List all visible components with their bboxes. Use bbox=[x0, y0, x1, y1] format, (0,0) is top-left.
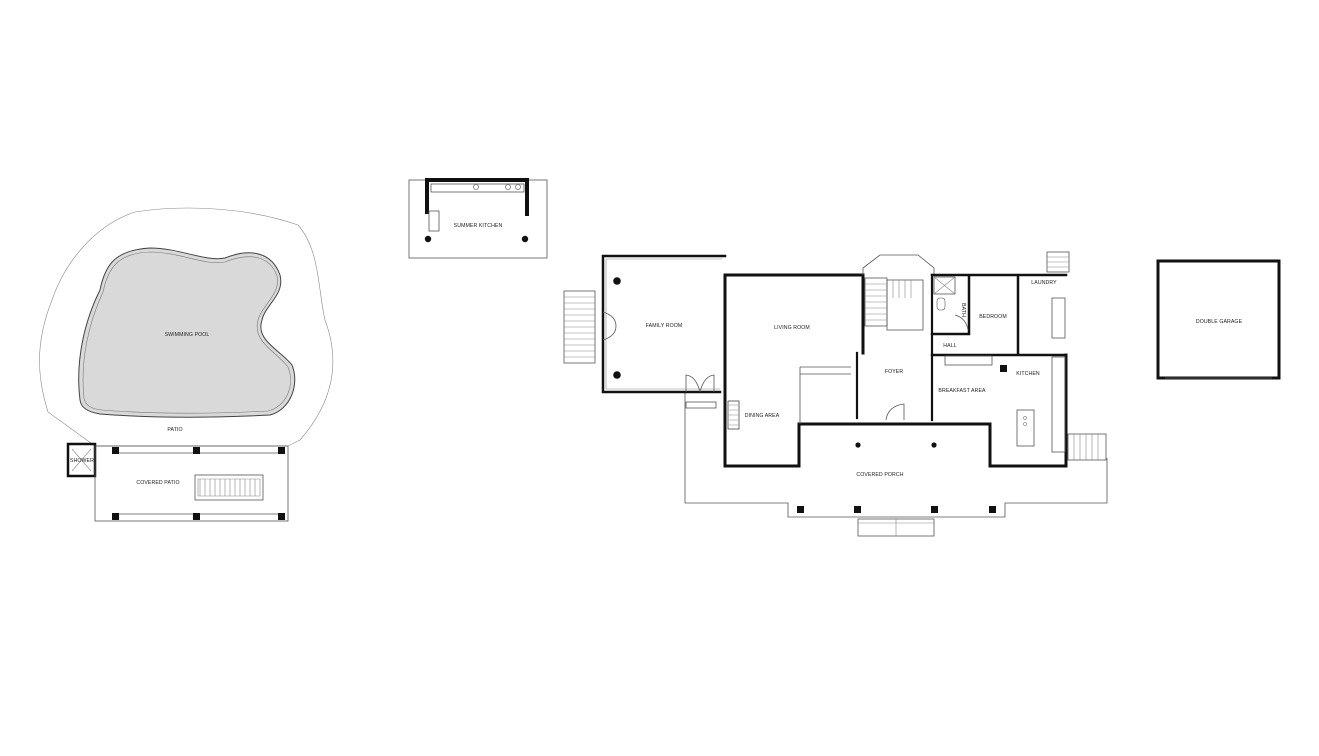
sink-icon bbox=[505, 184, 511, 190]
laundry-machines bbox=[1051, 297, 1066, 339]
foyer-stair-treads bbox=[865, 280, 912, 321]
pool-deck-outline bbox=[39, 207, 334, 447]
bath-shower-x bbox=[933, 276, 956, 295]
fireplace bbox=[727, 400, 740, 430]
pool-inner-edge bbox=[82, 251, 291, 414]
summer-kitchen-label: SUMMER KITCHEN bbox=[454, 223, 503, 229]
summer-kitchen-island bbox=[428, 210, 440, 232]
pool-area: SWIMMING POOL PATIO SHOWER COVERED PATIO bbox=[39, 207, 334, 522]
kitchen-label: KITCHEN bbox=[1016, 371, 1040, 377]
patio-stair-treads bbox=[197, 478, 261, 497]
foyer-walls bbox=[855, 273, 934, 422]
main-house: FAMILY ROOM LIVING ROOM DINING AREA FOYE… bbox=[563, 251, 1108, 537]
shower-tray bbox=[71, 448, 92, 472]
kitchen-column bbox=[1000, 365, 1007, 372]
porch-deck-outline bbox=[684, 393, 1108, 518]
dining-bench bbox=[685, 401, 717, 409]
family-room-column bbox=[613, 371, 621, 379]
fireplace-hatch bbox=[729, 404, 738, 426]
covered-patio-label: COVERED PATIO bbox=[136, 480, 179, 486]
front-step-treads bbox=[858, 519, 934, 536]
bedroom-label: BEDROOM bbox=[979, 314, 1007, 320]
laundry-label: LAUNDRY bbox=[1031, 280, 1057, 286]
summer-kitchen: SUMMER KITCHEN bbox=[408, 178, 548, 259]
summer-kitchen-walls bbox=[425, 178, 529, 216]
family-room-french-doors bbox=[602, 311, 617, 341]
patio-stairs bbox=[194, 474, 264, 501]
covered-porch-label: COVERED PORCH bbox=[856, 472, 903, 478]
living-room-label: LIVING ROOM bbox=[774, 325, 810, 331]
grill-icon bbox=[473, 184, 479, 190]
bath-label: BATH bbox=[960, 303, 966, 317]
family-room-glazing bbox=[605, 258, 722, 390]
cooktop-icon bbox=[1023, 416, 1027, 420]
summer-kitchen-counter bbox=[430, 183, 525, 193]
kitchen-side-stair-treads bbox=[1073, 434, 1099, 460]
swimming-pool bbox=[78, 247, 296, 418]
dining-double-doors bbox=[685, 374, 715, 393]
covered-patio-slab bbox=[94, 445, 289, 522]
breakfast-area-label: BREAKFAST AREA bbox=[938, 388, 986, 394]
toilet-icon bbox=[936, 297, 946, 311]
laundry-stair-treads bbox=[1047, 256, 1069, 268]
family-room-label: FAMILY ROOM bbox=[646, 323, 683, 329]
bath-shower bbox=[933, 276, 956, 295]
breakfast-bench bbox=[944, 355, 993, 366]
summer-kitchen-column bbox=[424, 235, 432, 243]
double-garage-label: DOUBLE GARAGE bbox=[1196, 319, 1243, 325]
foyer-door-swing bbox=[885, 403, 905, 421]
side-stair-treads bbox=[564, 296, 595, 358]
dining-area-label: DINING AREA bbox=[745, 413, 780, 419]
bay-window bbox=[862, 254, 935, 275]
bath-door-swing bbox=[954, 314, 969, 331]
covered-patio-columns bbox=[112, 447, 285, 520]
family-room-column bbox=[613, 277, 621, 285]
sink-icon-2 bbox=[515, 184, 521, 190]
family-room-walls bbox=[601, 254, 727, 394]
hall-label: HALL bbox=[943, 343, 956, 349]
summer-kitchen-column bbox=[521, 235, 529, 243]
double-garage: DOUBLE GARAGE bbox=[1156, 259, 1281, 380]
swimming-pool-label: SWIMMING POOL bbox=[165, 332, 210, 338]
interior-wall-living bbox=[799, 366, 851, 424]
kitchen-island bbox=[1016, 409, 1035, 447]
patio-label: PATIO bbox=[167, 427, 182, 433]
kitchen-side-stairs bbox=[1067, 433, 1107, 461]
shower-label: SHOWER bbox=[70, 458, 94, 464]
kitchen-counter bbox=[1051, 356, 1066, 453]
porch-columns bbox=[797, 442, 996, 513]
bedroom-wing-walls bbox=[930, 273, 1068, 357]
cooktop-icon-2 bbox=[1023, 422, 1027, 426]
foyer-label: FOYER bbox=[885, 369, 904, 375]
